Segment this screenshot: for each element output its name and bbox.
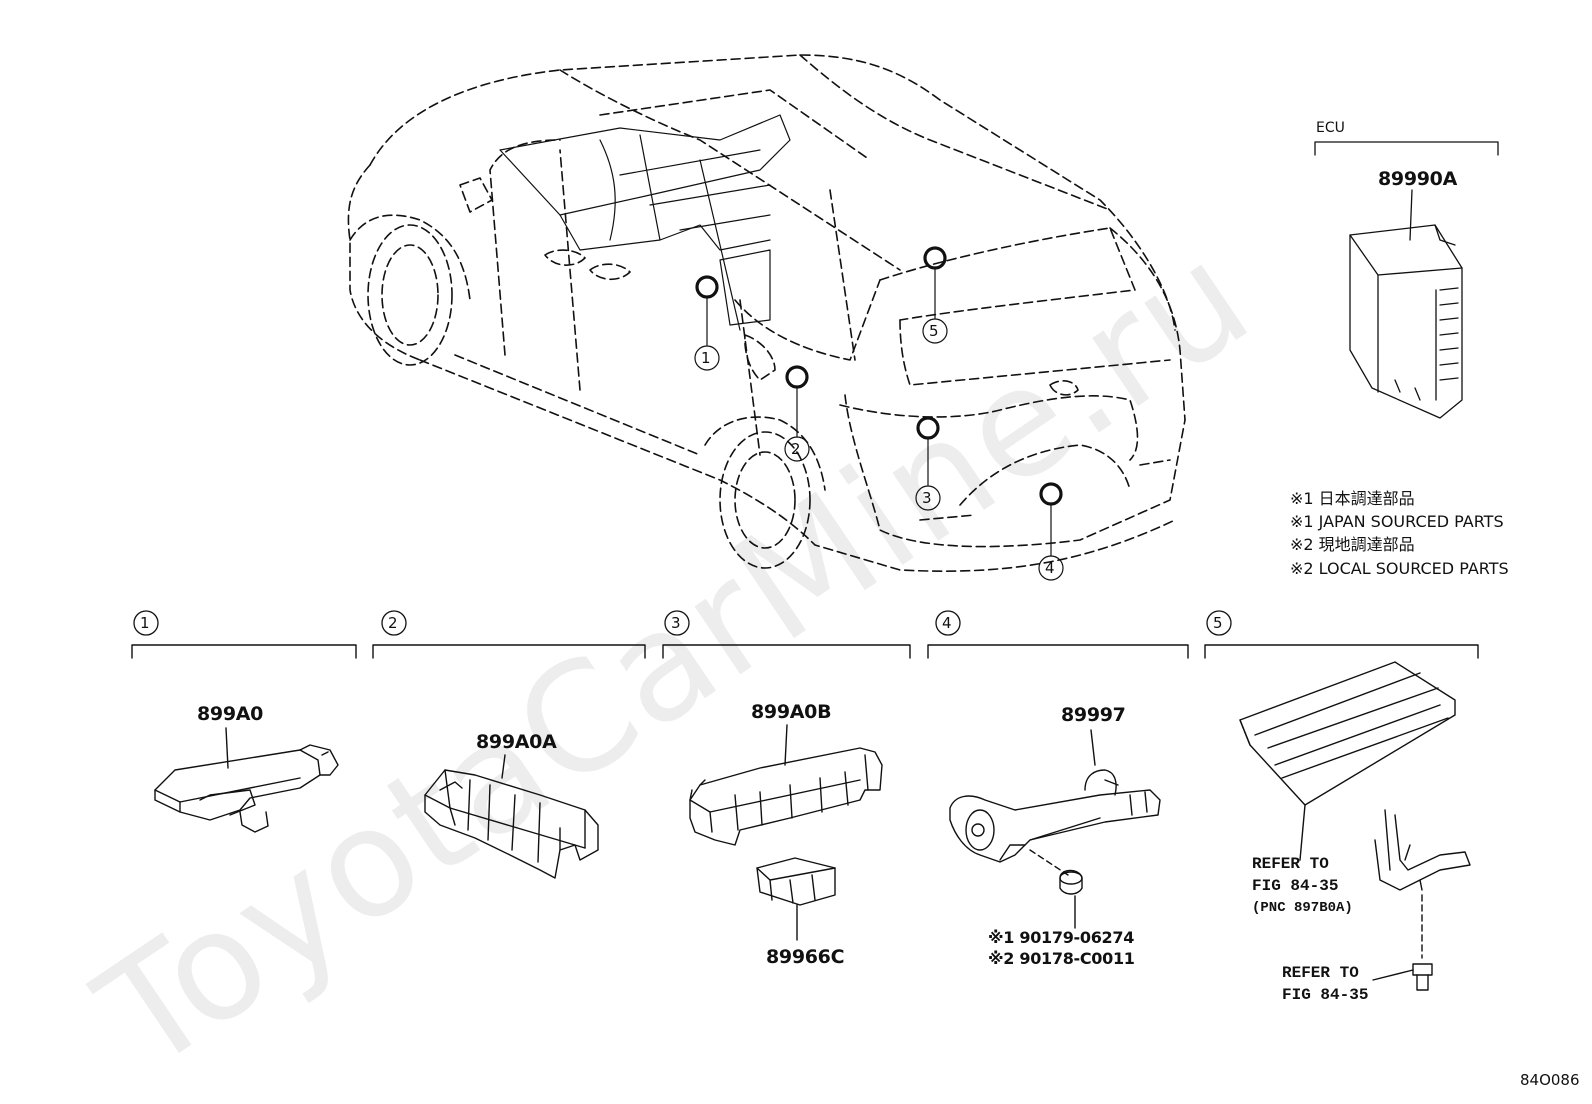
refer-to-pnc: (PNC 897B0A) [1252,900,1353,916]
refer-to-fig-1: FIG 84-35 [1252,877,1339,895]
part-899A0B-drawing [689,724,883,941]
vehicle-callout-3: 3 [922,489,932,507]
vehicle-callout-4: 4 [1045,559,1055,577]
figure-id: 84O086 [1520,1071,1580,1089]
part-number-89997: 89997 [1061,704,1126,726]
section-brackets [131,644,1479,659]
callout-leaders [706,267,1052,557]
part-899A0-drawing [154,727,339,833]
vehicle-callout-5: 5 [929,322,939,340]
section-number-2: 2 [388,614,398,632]
part-number-899A0A: 899A0A [476,731,557,753]
part-5-drawing [1239,661,1471,991]
section-number-circles [133,610,1232,636]
note-local-en: ※2 LOCAL SOURCED PARTS [1290,559,1509,578]
section-number-4: 4 [942,614,952,632]
section-number-5: 5 [1213,614,1223,632]
part-number-89966C: 89966C [766,946,845,968]
fastener-90178-C0011: ※2 90178-C0011 [988,949,1135,968]
fastener-90179-06274: ※1 90179-06274 [988,928,1135,947]
vehicle-interior [499,114,791,331]
refer-to-label-2: REFER TO [1282,964,1359,982]
section-number-1: 1 [140,614,150,632]
section-number-3: 3 [671,614,681,632]
part-89997-drawing [949,729,1161,929]
part-number-899A0B: 899A0B [751,701,832,723]
note-japan-en: ※1 JAPAN SOURCED PARTS [1290,512,1504,531]
part-number-89990A: 89990A [1378,168,1458,190]
vehicle-callout-1: 1 [701,349,711,367]
ecu-group-label: ECU [1316,120,1345,136]
note-japan-jp: ※1 日本調達部品 [1290,489,1415,508]
refer-to-label-1: REFER TO [1252,855,1329,873]
part-899A0A-drawing [424,754,599,879]
note-local-jp: ※2 現地調達部品 [1290,535,1415,554]
ecu-group [1314,141,1499,419]
vehicle-callout-2: 2 [791,440,801,458]
refer-to-fig-2: FIG 84-35 [1282,986,1369,1004]
vehicle-callout-circles [694,318,1064,581]
part-number-899A0: 899A0 [197,703,264,725]
